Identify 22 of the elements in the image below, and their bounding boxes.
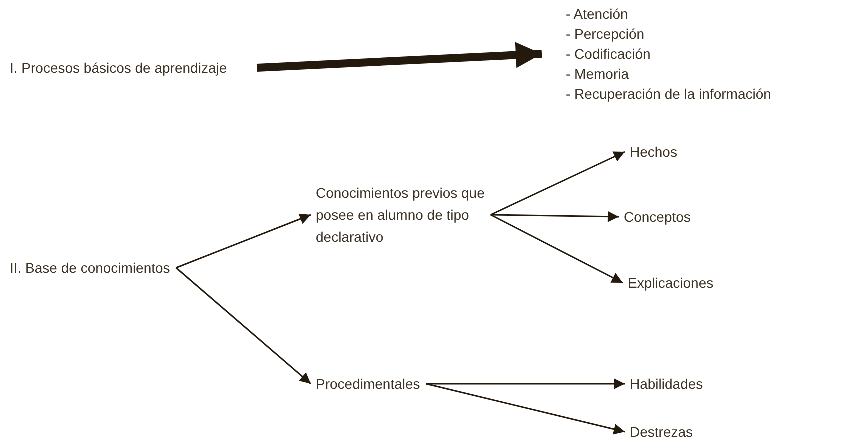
arrow [176,214,312,269]
node-label: Procedimentales [316,375,420,394]
arrow [490,151,626,216]
list-item: - Percepción [566,25,646,44]
list-item: - Memoria [566,65,630,84]
process-label: I. Procesos básicos de aprendizaje [10,59,228,78]
arrow [176,267,312,385]
arrow [426,378,625,390]
thick-arrow [256,42,542,72]
node-label: Hechos [630,143,678,162]
arrow [490,211,620,222]
node-label: Conceptos [624,208,691,227]
arrow [490,214,624,284]
node-label: Explicaciones [628,274,714,293]
category-label: II. Base de conocimientos [10,259,170,278]
list-item: - Recuperación de la información [566,85,772,104]
node-label: Destrezas [630,423,694,442]
node-label: Habilidades [630,375,704,394]
list-item: - Atención [566,5,630,24]
list-item: - Codificación [566,45,652,64]
arrow [426,383,626,435]
node-label: Conocimientos previos que posee en alumno de tipo declarativo [316,184,486,247]
